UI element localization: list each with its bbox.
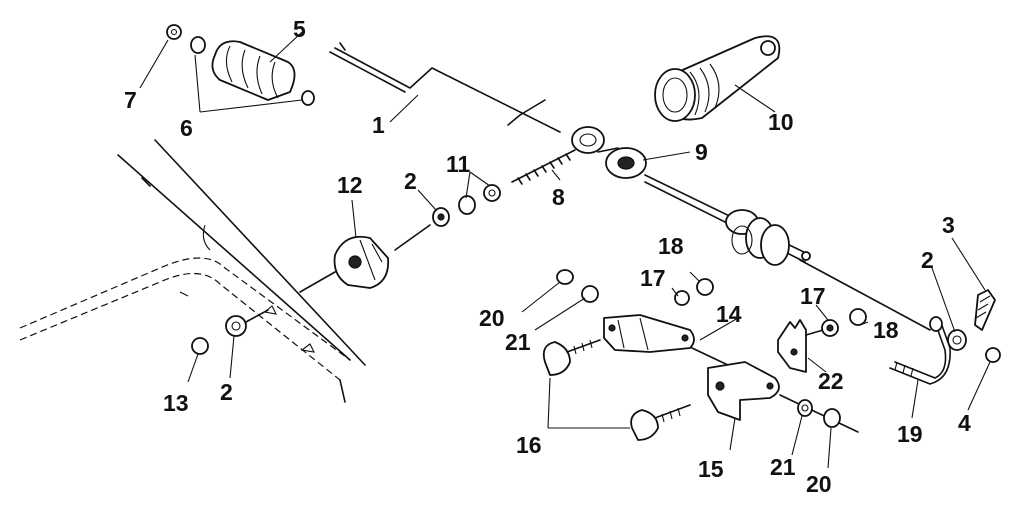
- spring: [511, 149, 576, 185]
- callout-3: 3: [942, 212, 955, 238]
- callout-10: 10: [768, 109, 794, 135]
- callout-1: 1: [372, 112, 385, 138]
- bracket-15: [707, 361, 859, 433]
- bushing: [605, 147, 647, 179]
- callout-2-center: 2: [404, 168, 417, 194]
- callout-8: 8: [552, 184, 565, 210]
- callout-15: 15: [698, 456, 724, 482]
- plate-22: [777, 308, 867, 373]
- callout-5: 5: [293, 16, 306, 42]
- rubber-boot: [166, 24, 315, 106]
- callout-7: 7: [124, 87, 137, 113]
- callout-14: 14: [716, 301, 742, 327]
- callout-18-right: 18: [873, 317, 899, 343]
- shift-knob: [654, 35, 781, 122]
- callout-19: 19: [897, 421, 923, 447]
- callout-2-left: 2: [220, 379, 233, 405]
- linkage-rod: [597, 147, 931, 331]
- callout-16: 16: [516, 432, 542, 458]
- callout-22: 22: [818, 368, 844, 394]
- shift-gate: [299, 224, 431, 293]
- shift-rod: [329, 42, 605, 154]
- callout-21-bottom: 21: [770, 454, 796, 480]
- housing-outline: [19, 139, 366, 403]
- callout-17-right: 17: [800, 283, 826, 309]
- callout-11: 11: [446, 151, 471, 177]
- callout-13: 13: [163, 390, 189, 416]
- callout-labels: 1 2 2 2 3 4 5 6 7 8 9 10 11 12 13 14 15 …: [124, 16, 971, 497]
- callout-18-left: 18: [658, 233, 684, 259]
- bracket-14: [556, 269, 731, 367]
- rod-end: [889, 289, 1001, 385]
- leader-lines: [139, 31, 991, 469]
- callout-9: 9: [695, 139, 708, 165]
- callout-20-left: 20: [479, 305, 505, 331]
- callout-17-left: 17: [640, 265, 666, 291]
- carriage-bolts: [542, 339, 691, 441]
- center-hardware: [432, 184, 501, 227]
- callout-4: 4: [958, 410, 971, 436]
- callout-6: 6: [180, 115, 193, 141]
- left-hardware: [191, 309, 269, 355]
- callout-21-left: 21: [505, 329, 531, 355]
- callout-20-bottom: 20: [806, 471, 832, 497]
- callout-2-right: 2: [921, 247, 934, 273]
- callout-12: 12: [337, 172, 363, 198]
- bottom-hardware: [797, 399, 841, 428]
